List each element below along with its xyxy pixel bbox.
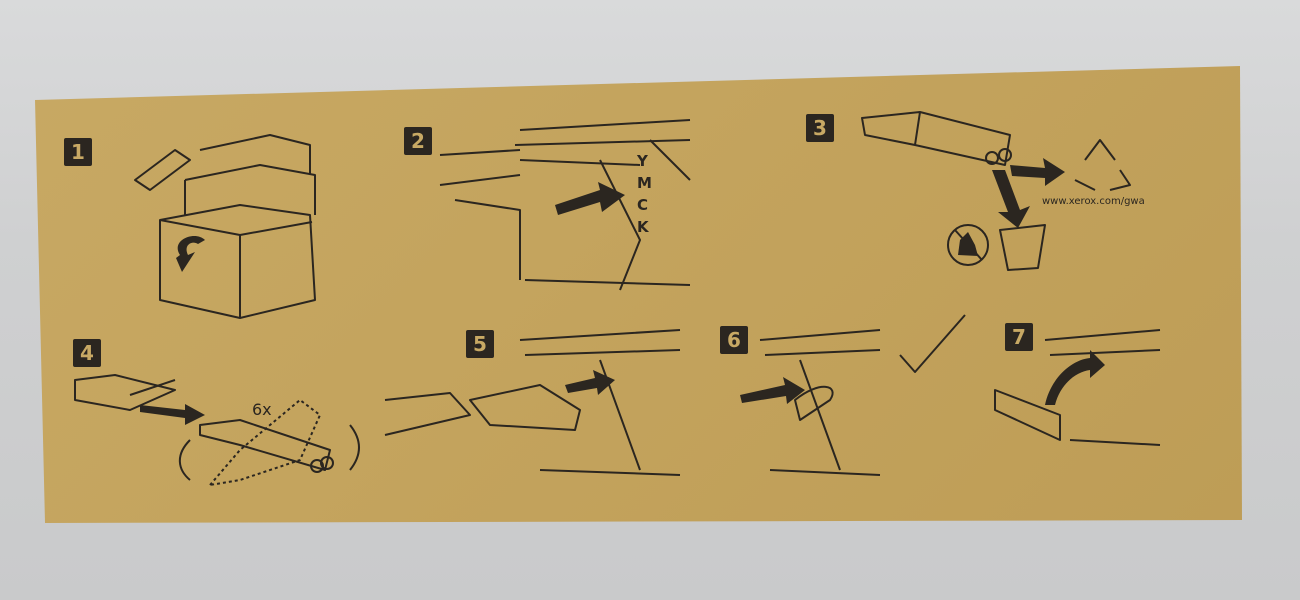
shake-toner-illustration (74, 374, 360, 486)
close-door-illustration (994, 329, 1161, 446)
step-5-badge: 5 (466, 330, 494, 358)
color-label-cyan: C (637, 196, 649, 214)
step-7-badge: 7 (1005, 323, 1033, 351)
step-6-badge: 6 (720, 326, 748, 354)
checkmark-icon (899, 314, 966, 373)
open-printer-toner-removal-illustration (439, 119, 691, 291)
toner-color-labels: Y M C K (637, 150, 652, 238)
insert-toner-illustration (384, 329, 681, 476)
recycle-bin-icon (999, 224, 1046, 271)
push-toner-illustration (740, 314, 966, 476)
step-1-badge: 1 (64, 138, 92, 166)
step-2-badge: 2 (404, 127, 432, 155)
color-label-magenta: M (637, 174, 652, 192)
printer-icon (134, 134, 316, 319)
step-4-badge: 4 (73, 339, 101, 367)
recycling-url: www.xerox.com/gwa (1042, 196, 1145, 207)
shake-count: 6x (252, 400, 272, 419)
no-fire-icon (947, 224, 989, 266)
color-label-yellow: Y (637, 152, 648, 170)
step-3-badge: 3 (806, 114, 834, 142)
recycle-icon (1074, 139, 1131, 191)
toner-disposal-illustration (861, 111, 1131, 271)
color-label-black: K (637, 218, 649, 236)
